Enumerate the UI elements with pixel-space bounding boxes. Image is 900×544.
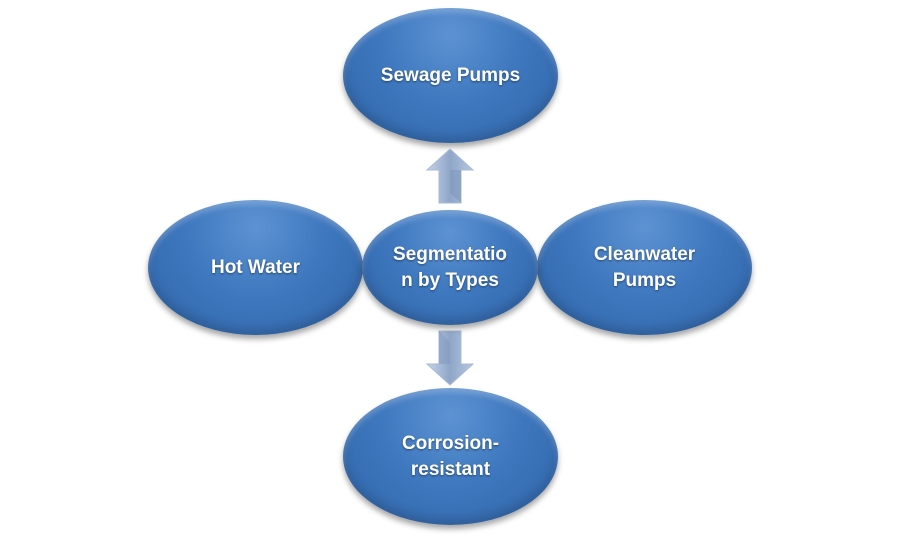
node-cleanwater-pumps: Cleanwater Pumps [537,200,752,335]
center-node-segmentation: Segmentatio n by Types [362,210,538,325]
node-sewage-pumps: Sewage Pumps [343,8,558,143]
node-label: Hot Water [210,256,301,278]
arrow-down-icon [425,330,475,386]
center-label: Segmentatio n by Types [392,243,508,291]
arrow-up-icon [425,148,475,204]
node-hot-water: Hot Water [148,200,363,335]
node-label: Sewage Pumps [380,64,521,86]
node-label: Corrosion- resistant [401,432,500,480]
node-corrosion-resistant: Corrosion- resistant [343,388,558,525]
node-label: Cleanwater Pumps [593,243,696,291]
